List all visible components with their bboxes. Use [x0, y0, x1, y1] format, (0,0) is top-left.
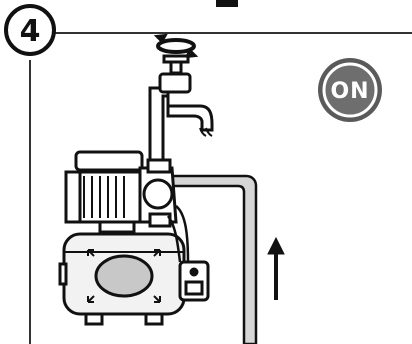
pump-motor [64, 150, 178, 234]
outlet-pipe [170, 174, 258, 344]
pressure-switch [166, 205, 210, 302]
tank-arrows [87, 249, 161, 303]
header-mark [216, 0, 238, 7]
water-tap [148, 54, 214, 162]
panel-frame [29, 32, 412, 344]
on-label: ON [330, 79, 369, 104]
step-number-badge: 4 [4, 4, 56, 56]
step-number: 4 [20, 14, 41, 49]
on-status-badge: ON [318, 58, 382, 122]
flow-up-arrow-icon [267, 236, 285, 300]
pressure-tank [58, 232, 186, 326]
rotate-arrow-icon [153, 33, 199, 59]
